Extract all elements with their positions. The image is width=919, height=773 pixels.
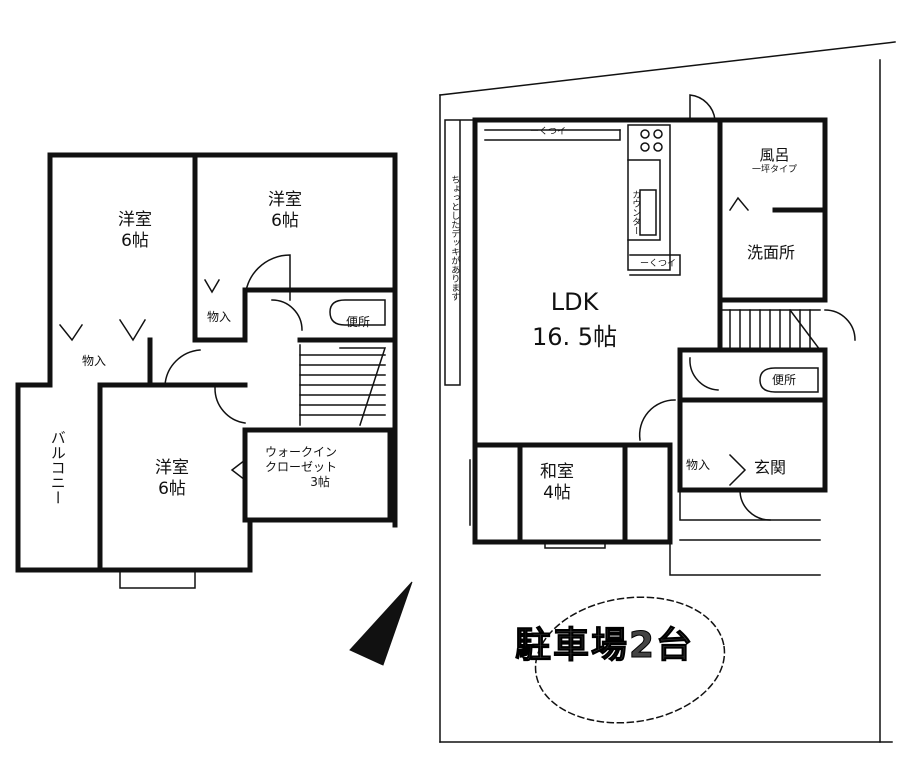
counter-label: カウンター	[630, 190, 641, 235]
room-ne-size: 6帖	[271, 211, 299, 232]
second-floor-thin-lines	[49, 154, 396, 589]
ldk-size: 16. 5帖	[532, 322, 618, 351]
room-nw-label: 洋室 6帖	[118, 210, 152, 253]
room-nw-name: 洋室	[118, 210, 152, 230]
entrance-label: 玄関	[754, 458, 787, 477]
balcony-label: バルコニー	[48, 430, 67, 505]
room-ne-name: 洋室	[268, 190, 302, 210]
ldk-name: LDK	[550, 288, 599, 316]
storage-mid-label: 物入	[207, 310, 232, 324]
room-s-label: 洋室 6帖	[155, 458, 189, 501]
first-floor-walls	[472, 117, 828, 545]
site-boundary	[439, 41, 896, 743]
japanese-room-label: 和室 4帖	[540, 462, 574, 505]
north-arrow-icon	[349, 581, 413, 666]
first-floor-thin-lines	[444, 94, 856, 576]
cabinet-top-label: ーくつイ	[530, 127, 567, 137]
room-s-name: 洋室	[155, 458, 189, 478]
toilet-1f-label: 便所	[772, 373, 797, 387]
japanese-room-name: 和室	[540, 462, 574, 482]
storage-1f-label: 物入	[686, 458, 711, 472]
second-floor-walls	[15, 152, 398, 573]
wic-size: 3帖	[310, 475, 330, 489]
bath-name: 風呂	[759, 146, 790, 164]
japanese-room-size: 4帖	[543, 483, 571, 504]
washroom-label: 洗面所	[747, 243, 796, 262]
room-s-size: 6帖	[158, 479, 186, 500]
toilet-2f-label: 便所	[346, 315, 371, 329]
room-ne-label: 洋室 6帖	[268, 190, 302, 233]
bath-note: 一坪タイプ	[752, 164, 798, 175]
bath-label: 風呂 一坪タイプ	[752, 146, 797, 176]
wic-line1: ウォークイン	[265, 445, 338, 459]
storage-left-label: 物入	[82, 354, 107, 368]
parking-label: 駐車場2台	[514, 625, 695, 667]
cabinet-bottom-label: ーくつイ	[640, 259, 677, 269]
wic-line2: クローゼット	[265, 460, 338, 474]
room-nw-size: 6帖	[121, 231, 149, 252]
deck-note-label: ちょっとしたデッキがあります	[449, 175, 460, 301]
parking-outline	[534, 596, 726, 724]
walk-in-closet-label: ウォークイン クローゼット 3帖	[265, 445, 337, 490]
ldk-label: LDK 16. 5帖	[532, 285, 617, 355]
